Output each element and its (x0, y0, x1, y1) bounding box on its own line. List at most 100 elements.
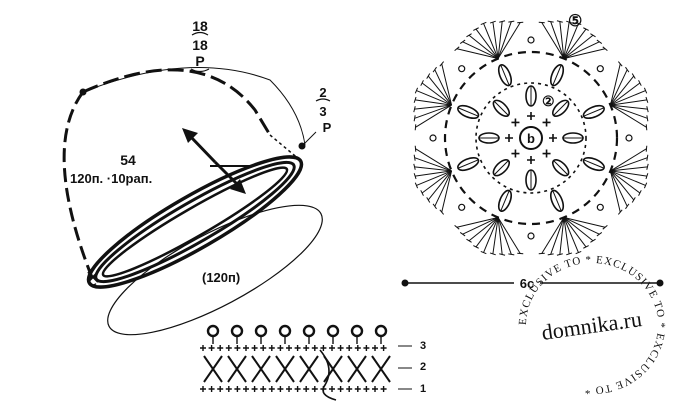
fan-stitch (421, 82, 452, 106)
fan-stitch (415, 148, 452, 172)
fan-stitch (441, 63, 453, 106)
fan-stitch-top (466, 238, 472, 243)
fan-stitch-top (473, 245, 479, 249)
side-bracket (315, 98, 331, 102)
hat-labels: 18 18 P 2 3 P 54 120п. ·10рап. (120п) (70, 18, 332, 285)
fan-stitch (609, 170, 621, 213)
fan-stitch-top (473, 27, 479, 31)
edging-picot (254, 324, 268, 338)
fan-stitch (563, 22, 570, 59)
fan-stitch (550, 21, 565, 59)
fan-stitch-top (420, 190, 424, 196)
fan-stitch-top (617, 209, 623, 215)
inner-cross-stitch (505, 134, 513, 142)
edging-row1-plus (217, 386, 224, 392)
fan-stitch (414, 104, 452, 119)
fan-stitch-top (489, 252, 496, 256)
fan-stitch (468, 34, 499, 59)
fan-stitch-top (645, 145, 648, 152)
brim-ring-outer (86, 155, 304, 289)
fan-stitch-top (538, 21, 545, 24)
fan-stitch-top (566, 20, 573, 24)
base-ring-label: (120п) (202, 270, 240, 285)
fan-stitch (415, 104, 452, 128)
fan-stitch (416, 90, 452, 106)
fan-stitch (563, 23, 579, 59)
petal-vein (500, 64, 510, 86)
petal-vein (552, 64, 562, 86)
fan-stitch (468, 217, 499, 242)
edging-row3-plus (200, 345, 206, 351)
fan-stitch-top (413, 163, 416, 170)
fan-stitch-top (566, 252, 573, 256)
fan-stitch (550, 217, 565, 255)
fan-stitch (475, 217, 499, 248)
fan-stitch-top (538, 252, 545, 255)
crown-guide-line (82, 67, 306, 146)
edging-cross-cluster (299, 355, 319, 383)
fan-stitch (610, 170, 628, 207)
motif-labels: ⑤ ② b (527, 13, 582, 146)
inner-cross-stitch (527, 112, 535, 120)
crown-stitch-label: P (195, 53, 204, 69)
inner-cross-stitch (542, 149, 551, 158)
fan-stitch (492, 217, 499, 254)
fan-stitch-top (556, 253, 563, 256)
edging-row3-plus (225, 345, 232, 351)
fan-stitch (497, 22, 521, 59)
fan-stitch-top (413, 173, 417, 180)
fan-stitch-top (439, 209, 445, 215)
fan-stitch (497, 21, 512, 59)
edging-row1-plus (286, 386, 292, 392)
edging-row3-plus (346, 345, 353, 351)
hat-diagram (62, 67, 323, 336)
fan-stitch-top (489, 20, 496, 24)
edging-row1-plus (208, 386, 215, 392)
fan-stitch-top (646, 106, 649, 113)
fan-stitch (497, 21, 503, 59)
fan-stitch-top (508, 20, 515, 23)
fan-stitch-top (413, 96, 417, 103)
edging-row3-plus (277, 345, 284, 351)
edging-picot (302, 324, 316, 338)
width-label-bg (514, 272, 540, 292)
edging-picot (326, 324, 340, 338)
picot-loop (596, 65, 604, 73)
fan-stitch-top (645, 96, 649, 103)
crown-bracket-top (191, 31, 209, 36)
fan-stitch (610, 90, 646, 106)
edging-row1-plus (311, 386, 318, 392)
edging-row3-plus (234, 345, 241, 351)
picot-loop (429, 134, 437, 142)
fan-stitch-top (646, 115, 649, 122)
fan-stitch-top (420, 80, 424, 86)
fan-stitch (456, 216, 499, 228)
edging-row-1: 1 (420, 383, 426, 395)
fan-stitch-top (631, 197, 636, 203)
fan-stitch-top (596, 232, 603, 237)
fan-stitch-top (631, 73, 636, 79)
crown-count-mid: 18 (192, 37, 208, 53)
fan-stitch (414, 166, 452, 172)
side-stitch-label: P (323, 120, 332, 135)
edging-row3-plus (251, 345, 258, 351)
width-label: 6с (520, 276, 534, 291)
fan-stitch-top (454, 224, 460, 230)
crown-bracket-bottom (190, 68, 210, 73)
edging-row3-plus (268, 345, 275, 351)
fan-stitch (541, 22, 565, 59)
edging-picot (230, 324, 244, 338)
edging-row3-plus (311, 345, 318, 351)
fan-stitch (563, 34, 594, 59)
fan-stitch-top (426, 73, 431, 79)
edging-row1-plus (346, 386, 353, 392)
inner-cross-stitch (511, 118, 520, 127)
fan-stitch-top (625, 66, 630, 73)
fan-stitch-top (413, 115, 416, 122)
fan-stitch-top (645, 173, 649, 180)
petal-vein (457, 159, 479, 169)
edging-cross-cluster (227, 355, 247, 383)
inner-cross-stitch (542, 118, 551, 127)
edging-picot (350, 324, 364, 338)
edging-row1-plus (260, 386, 267, 392)
